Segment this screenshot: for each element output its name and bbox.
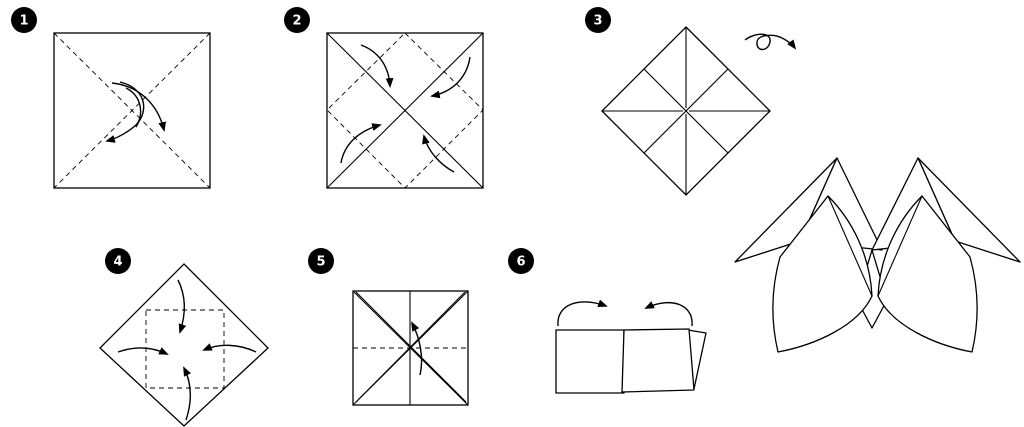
step-4: 4 (100, 248, 268, 426)
step-1-paper-square (54, 33, 210, 188)
step-1-badge: 1 (11, 7, 37, 33)
step-6: 6 (508, 248, 706, 393)
step-1-number: 1 (19, 14, 28, 29)
step-6-badge: 6 (508, 248, 534, 274)
step-5-number: 5 (316, 255, 325, 270)
step-6-folded-rectangle (556, 329, 706, 393)
step-3: 3 (585, 7, 795, 195)
step-1: 1 (11, 7, 210, 188)
step-2-number: 2 (292, 14, 301, 29)
step-4-badge: 4 (105, 248, 131, 274)
step-5-badge: 5 (308, 248, 334, 274)
step-4-number: 4 (113, 255, 122, 270)
step-2-paper-square (327, 33, 483, 188)
step-3-folded-diamond (602, 27, 770, 195)
step-2: 2 (284, 7, 483, 188)
step-3-badge: 3 (585, 7, 611, 33)
step-6-fold-arrows (558, 302, 692, 326)
step-4-diamond (100, 264, 268, 426)
step-5-paper-square (353, 291, 468, 405)
step-6-number: 6 (516, 255, 525, 270)
step-2-badge: 2 (284, 7, 310, 33)
step-5: 5 (308, 248, 468, 405)
step-3-number: 3 (593, 14, 602, 29)
finished-fortune-teller (735, 158, 1020, 352)
flip-over-icon (745, 34, 795, 49)
